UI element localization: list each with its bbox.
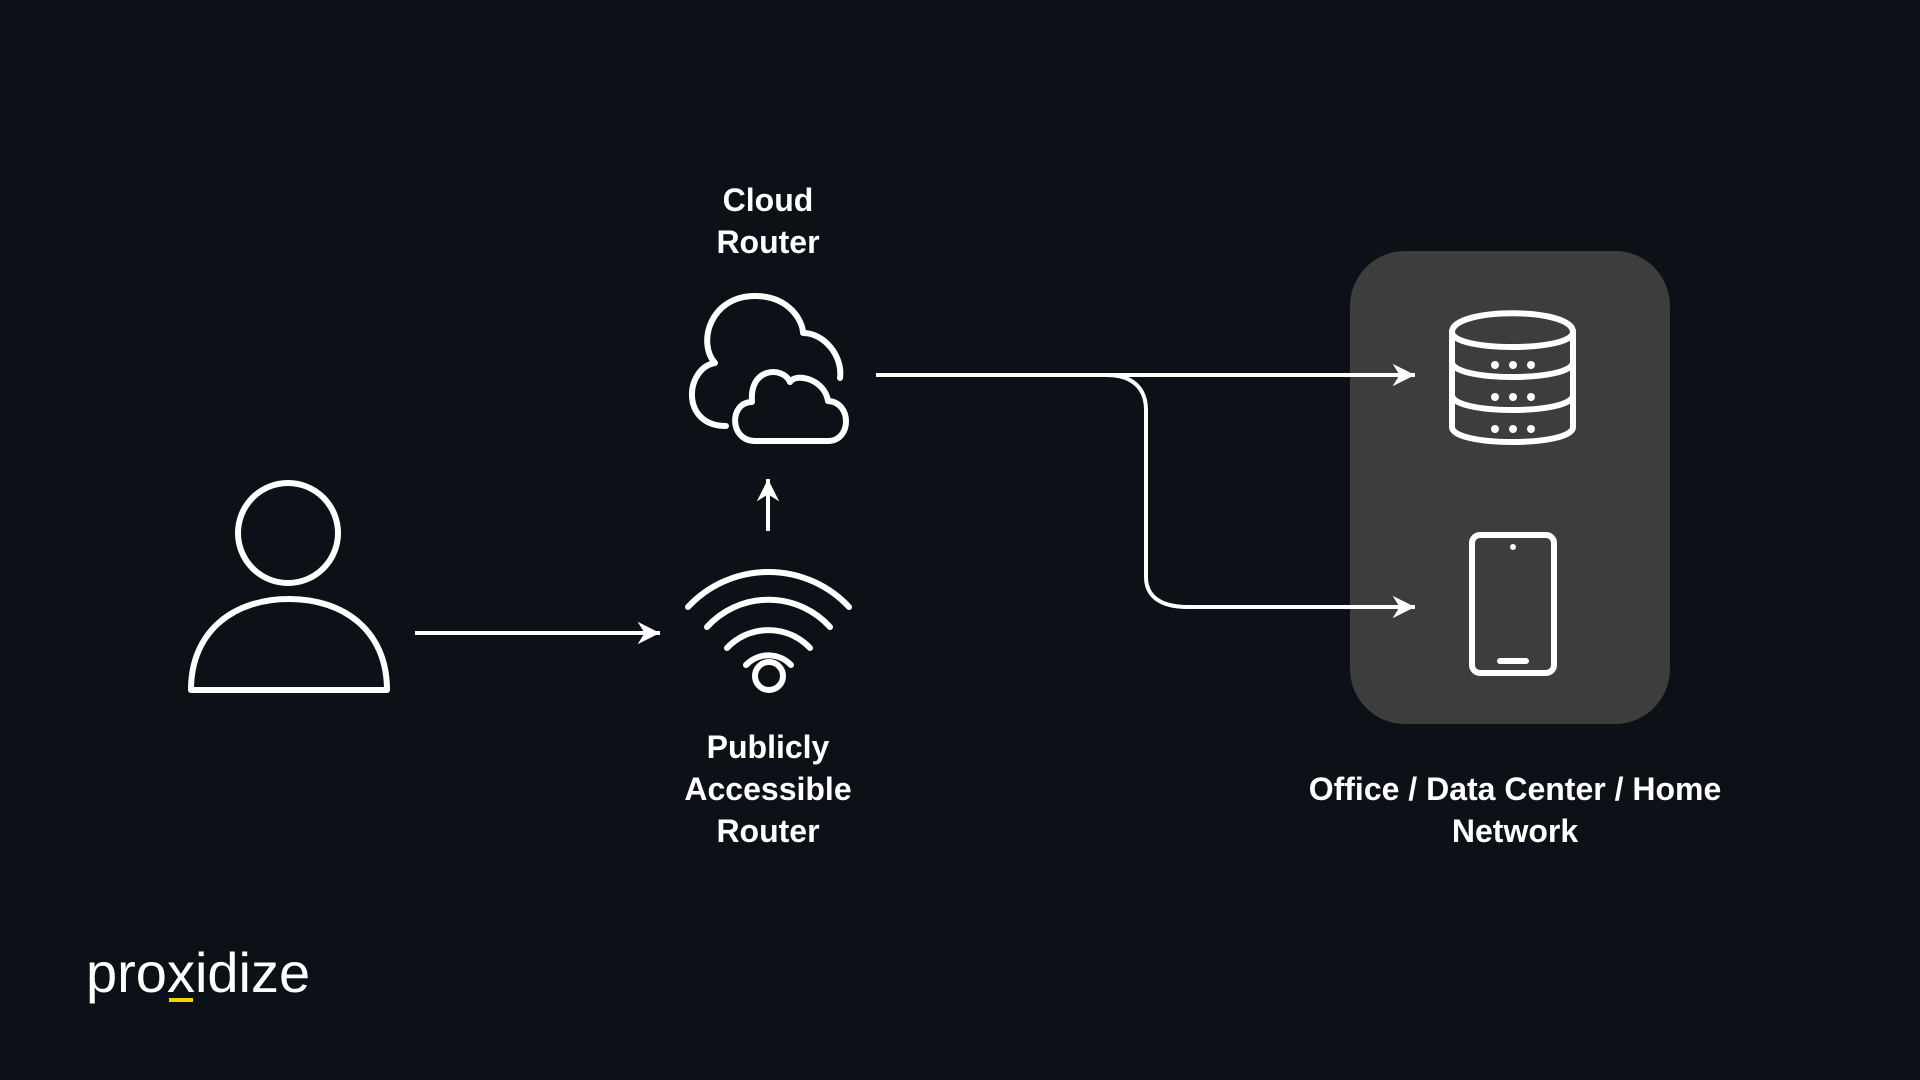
cloud-router-label: Cloud Router xyxy=(618,179,918,263)
public-router-label: Publicly Accessible Router xyxy=(618,726,918,852)
public-router-label-line: Router xyxy=(716,813,820,849)
logo-text-after: idize xyxy=(194,941,311,1004)
smartphone-icon xyxy=(1469,532,1557,676)
cloud-router-label-line: Cloud xyxy=(722,182,814,218)
logo-highlight: x xyxy=(166,941,195,1004)
cloud-router-label-line: Router xyxy=(716,224,820,260)
server-icon xyxy=(1448,310,1577,445)
wifi-router-icon xyxy=(685,569,852,693)
network-box xyxy=(1350,251,1670,724)
logo-text-before: pro xyxy=(86,941,167,1004)
arrow-cloud-to-phone xyxy=(1106,373,1415,619)
user-icon xyxy=(188,480,390,693)
cloud-icon xyxy=(689,293,849,444)
public-router-label-line: Publicly xyxy=(706,729,830,765)
proxidize-logo: proxidize xyxy=(86,938,346,1008)
network-label-line: Network xyxy=(1451,813,1579,849)
public-router-label-line: Accessible xyxy=(684,771,852,807)
network-label-line: Office / Data Center / Home xyxy=(1308,771,1722,807)
network-label: Office / Data Center / Home Network xyxy=(1215,768,1815,852)
